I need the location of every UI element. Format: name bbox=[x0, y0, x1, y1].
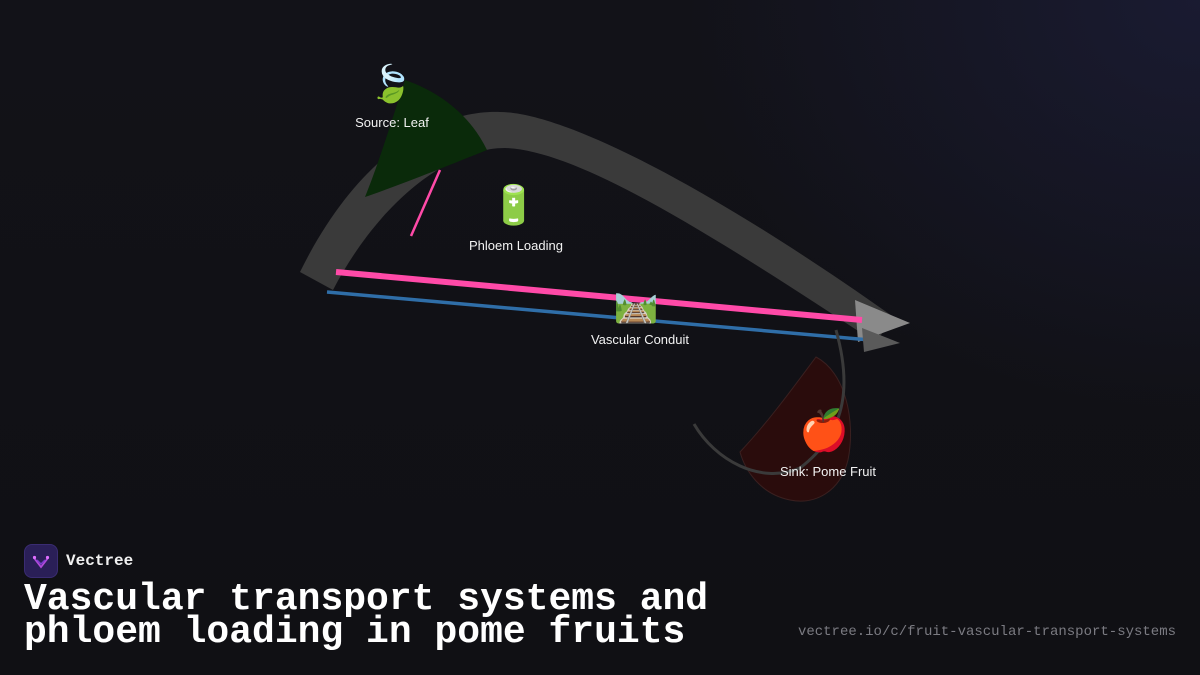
page-title: Vascular transport systems and phloem lo… bbox=[24, 578, 709, 654]
node-label-loading: Phloem Loading bbox=[469, 238, 563, 253]
xylem-line bbox=[326, 290, 871, 342]
node-label-conduit: Vascular Conduit bbox=[591, 332, 689, 347]
railway-track-icon: 🛤️ bbox=[614, 284, 659, 325]
brand: Vectree bbox=[24, 544, 133, 578]
red-apple-icon: 🍎 bbox=[799, 406, 849, 454]
phloem-line bbox=[335, 269, 863, 323]
fruit-sink-shape bbox=[739, 356, 851, 502]
node-label-source: Source: Leaf bbox=[355, 115, 429, 130]
leaf-fluttering-icon: 🍃 bbox=[369, 62, 414, 105]
node-label-sink: Sink: Pome Fruit bbox=[780, 464, 876, 479]
leaf-source-shape bbox=[365, 80, 487, 197]
battery-icon: 🔋 bbox=[490, 183, 537, 227]
main-transport-arc bbox=[300, 111, 895, 342]
loading-connector-line bbox=[409, 169, 442, 237]
return-arc bbox=[692, 329, 846, 475]
source-url: vectree.io/c/fruit-vascular-transport-sy… bbox=[797, 624, 1176, 640]
brand-name: Vectree bbox=[66, 552, 134, 570]
vectree-logo-icon bbox=[24, 544, 58, 578]
xylem-arrowhead bbox=[862, 328, 900, 352]
